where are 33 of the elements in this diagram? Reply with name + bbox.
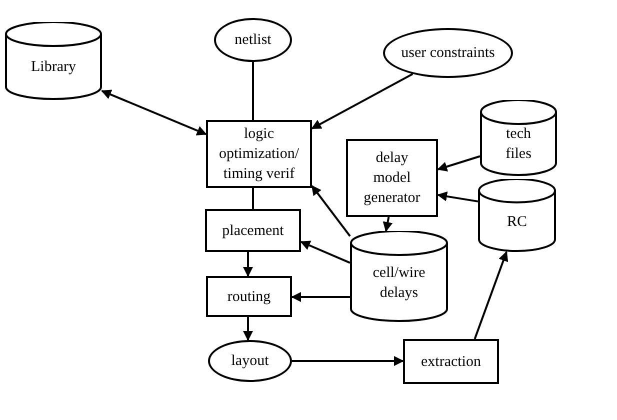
arrow	[437, 155, 480, 172]
node-label: Library	[30, 58, 77, 77]
node-label: RC	[506, 212, 528, 232]
database-cylinder	[480, 100, 557, 176]
node-label: cell/wire delays	[372, 264, 426, 302]
node-label: logic optimization/ timing verif	[218, 125, 300, 184]
process-box	[403, 339, 499, 384]
node-label: tech files	[504, 125, 532, 164]
node-label: placement	[221, 222, 285, 240]
arrow	[311, 73, 414, 130]
arrow	[300, 240, 350, 264]
node-label: user constraints	[400, 44, 496, 63]
arrow	[311, 185, 351, 237]
arrow	[474, 251, 508, 340]
process-box	[346, 139, 438, 217]
database-cylinder	[478, 179, 556, 252]
arrow	[437, 191, 478, 202]
arrow	[382, 216, 393, 232]
node-label: delay model generator	[362, 149, 422, 208]
node-label: routing	[226, 288, 272, 306]
process-box	[206, 276, 292, 317]
arrow	[292, 356, 404, 366]
database-cylinder	[350, 231, 448, 322]
process-box	[206, 120, 312, 188]
node-label: netlist	[234, 31, 272, 50]
arrow	[243, 252, 253, 277]
arrow	[291, 292, 350, 302]
database-cylinder	[5, 22, 102, 100]
node-label: extraction	[420, 352, 482, 372]
arrow	[243, 317, 253, 342]
arrow	[101, 90, 207, 136]
node-label: layout	[230, 352, 270, 371]
process-box	[205, 209, 301, 252]
